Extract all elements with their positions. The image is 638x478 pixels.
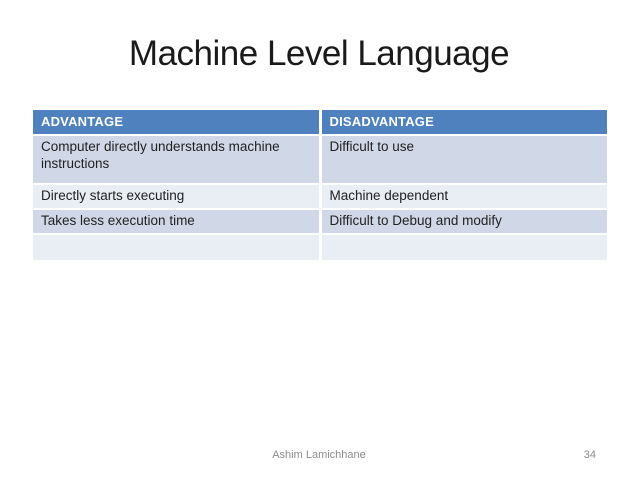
table-cell-disadvantage-4-empty [321,235,607,260]
table-cell-advantage-2: Directly starts executing [33,185,319,208]
table-cell-advantage-3: Takes less execution time [33,210,319,233]
slide-title: Machine Level Language [128,34,510,73]
advantage-disadvantage-table: ADVANTAGE DISADVANTAGE Computer directly… [33,110,607,260]
table-header-advantage: ADVANTAGE [33,110,319,134]
table-cell-disadvantage-3: Difficult to Debug and modify [321,210,607,233]
slide-number: 34 [583,449,596,461]
table-cell-disadvantage-1: Difficult to use [321,136,607,183]
table-cell-advantage-1: Computer directly understands machine in… [33,136,319,183]
table-cell-disadvantage-2: Machine dependent [321,185,607,208]
table-header-disadvantage: DISADVANTAGE [321,110,607,134]
table-cell-advantage-4-empty [33,235,319,260]
footer-author: Ashim Lamichhane [272,449,366,461]
